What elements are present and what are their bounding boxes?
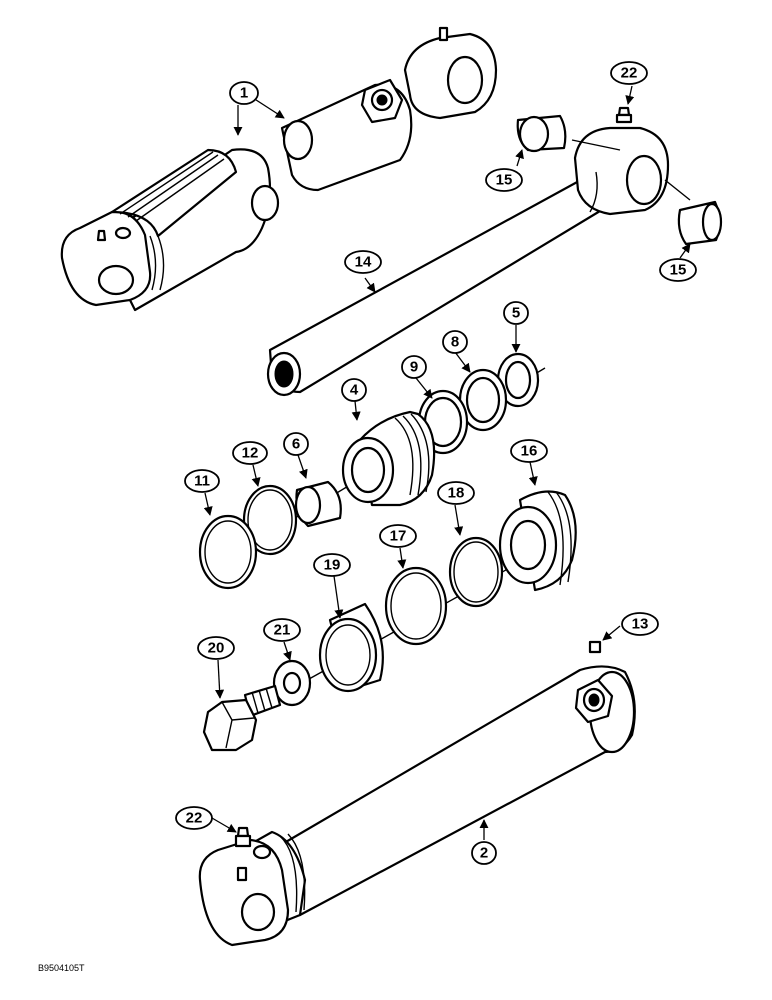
svg-text:12: 12 [242, 445, 259, 462]
piston [498, 490, 577, 592]
svg-text:15: 15 [670, 262, 687, 279]
callout-12: 12 [232, 441, 268, 465]
callout-1: 1 [229, 81, 259, 105]
callout-11: 11 [184, 469, 220, 493]
svg-text:13: 13 [632, 616, 649, 633]
callout-15-right: 15 [659, 258, 697, 282]
callout-8: 8 [442, 330, 468, 354]
cylinder-barrel-lower [198, 665, 636, 947]
bushing-upper [516, 114, 567, 153]
callout-4: 4 [341, 378, 367, 402]
callout-9: 9 [401, 355, 427, 379]
svg-text:21: 21 [274, 622, 291, 639]
svg-text:22: 22 [186, 810, 203, 827]
svg-text:11: 11 [194, 473, 210, 490]
callout-18: 18 [437, 481, 475, 505]
callout-20: 20 [197, 636, 235, 660]
bolt [202, 684, 282, 752]
svg-text:16: 16 [521, 443, 538, 460]
svg-text:17: 17 [390, 528, 407, 545]
grease-fitting-lower [234, 826, 252, 848]
cylinder-barrel-upper [60, 148, 280, 312]
washer [272, 659, 312, 707]
callout-17: 17 [379, 524, 417, 548]
rod-seal [458, 368, 508, 432]
callout-22-top: 22 [610, 61, 648, 85]
wear-ring-17 [384, 566, 448, 646]
callout-5: 5 [503, 301, 529, 325]
svg-text:4: 4 [350, 382, 359, 399]
svg-text:1: 1 [240, 85, 248, 102]
back-up-ring-11 [198, 514, 258, 590]
callout-14: 14 [344, 250, 382, 274]
callout-19: 19 [313, 553, 351, 577]
svg-text:9: 9 [410, 359, 418, 376]
svg-text:14: 14 [355, 254, 372, 271]
piston-seal-18 [448, 536, 504, 608]
grease-fitting-upper [615, 106, 633, 124]
gland-bushing [294, 480, 342, 528]
svg-text:20: 20 [208, 640, 225, 657]
figure-id: B9504105T [38, 963, 85, 973]
o-ring-12 [242, 484, 298, 556]
svg-text:2: 2 [480, 845, 488, 862]
gland [341, 410, 436, 507]
svg-text:22: 22 [621, 65, 638, 82]
callout-22-bottom: 22 [175, 806, 213, 830]
svg-text:8: 8 [451, 334, 459, 351]
wiper-seal [496, 352, 540, 408]
svg-text:6: 6 [292, 436, 300, 453]
wear-ring-19 [318, 602, 384, 693]
callout-13: 13 [621, 612, 659, 636]
svg-text:15: 15 [496, 172, 513, 189]
callout-21: 21 [263, 618, 301, 642]
bushing-lower [677, 200, 723, 246]
svg-text:5: 5 [512, 305, 520, 322]
svg-text:19: 19 [324, 557, 341, 574]
callout-15-top: 15 [485, 168, 523, 192]
svg-text:18: 18 [448, 485, 465, 502]
piston-rod [266, 126, 670, 397]
fitting-13 [588, 640, 602, 654]
callout-6: 6 [283, 432, 309, 456]
cylinder-barrel-upper-rod-end [280, 26, 498, 192]
callout-2: 2 [471, 841, 497, 865]
callout-16: 16 [510, 439, 548, 463]
